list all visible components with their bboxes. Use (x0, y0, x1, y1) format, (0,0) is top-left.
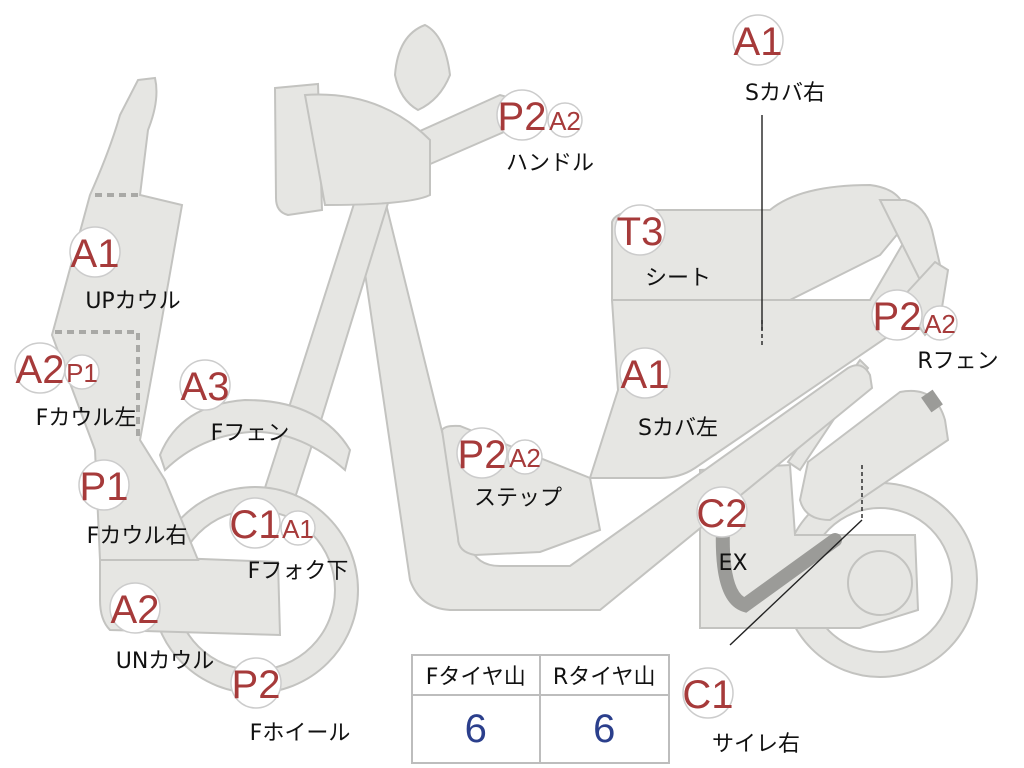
grade-primary: P2 (232, 663, 281, 707)
grade-primary: P2 (498, 95, 547, 139)
grade-primary: P2 (458, 433, 507, 477)
cowl-seam-2 (55, 330, 140, 440)
part-up-cowl: A1 UPカウル (69, 226, 181, 314)
grade-secondary: P1 (66, 358, 98, 388)
part-f-cowl-left: A2 P1 Fカウル左 (14, 342, 137, 431)
part-label: Rフェン (917, 349, 998, 374)
part-f-fork-lower: C1 A1 Fフォク下 (229, 497, 349, 584)
part-ex: C2 EX (696, 486, 748, 576)
grade-primary: A1 (71, 232, 120, 276)
grade-secondary: A2 (924, 309, 956, 339)
part-f-wheel: P2 Fホイール (230, 657, 351, 746)
grade-secondary: A1 (282, 514, 314, 544)
part-label: UPカウル (85, 289, 180, 314)
part-label: Fカウル左 (36, 406, 137, 431)
part-s-cover-right: A1 Sカバ右 (732, 14, 825, 106)
silencer-shape (798, 389, 950, 522)
rear-tire-header: Rタイヤ山 (540, 656, 668, 696)
headlight-cowl-shape (303, 93, 431, 207)
part-label: サイレ右 (712, 732, 800, 757)
grade-primary: C1 (682, 673, 733, 717)
grade-primary: C1 (229, 503, 280, 547)
rear-hub-shape (847, 550, 913, 616)
grade-primary: T3 (617, 210, 664, 254)
grade-secondary: A2 (549, 106, 581, 136)
part-f-cowl-right: P1 Fカウル右 (78, 459, 188, 549)
mirror-shape (393, 23, 452, 112)
part-label: ハンドル (506, 151, 594, 176)
leader-silencer-right (729, 519, 863, 646)
part-handle: P2 A2 ハンドル (496, 89, 594, 176)
part-step: P2 A2 ステップ (456, 427, 562, 511)
part-label: Fホイール (250, 721, 351, 746)
grade-primary: A2 (111, 588, 160, 632)
part-label: EX (719, 551, 748, 576)
grade-primary: A1 (734, 20, 783, 64)
part-label: UNカウル (116, 649, 215, 674)
part-seat: T3 シート (614, 204, 711, 291)
grade-primary: A3 (181, 365, 230, 409)
grade-primary: P1 (80, 465, 129, 509)
grade-primary: A2 (16, 348, 65, 392)
frame-shape (353, 198, 874, 611)
part-label: Sカバ右 (745, 81, 825, 106)
silencer-tip-shape (921, 389, 943, 413)
grade-primary: A1 (621, 353, 670, 397)
part-label: ステップ (474, 486, 562, 511)
grade-primary: C2 (696, 492, 747, 536)
front-cowl-shape (50, 76, 200, 561)
part-label: Fフェン (211, 421, 290, 446)
front-tire-value: 6 (413, 696, 541, 762)
part-f-fender: A3 Fフェン (179, 359, 290, 446)
rear-tire-value: 6 (593, 706, 616, 751)
part-r-fender: P2 A2 Rフェン (871, 289, 999, 374)
part-s-cover-left: A1 Sカバ左 (619, 347, 718, 441)
part-label: シート (645, 266, 711, 291)
front-tire-header: Fタイヤ山 (413, 656, 541, 696)
grade-primary: P2 (873, 295, 922, 339)
part-label: Fカウル右 (87, 524, 188, 549)
part-silencer-right: C1 サイレ右 (682, 667, 800, 757)
part-un-cowl: A2 UNカウル (109, 582, 215, 674)
tire-tread-table: Fタイヤ山 Rタイヤ山 6 6 (411, 654, 670, 764)
grade-secondary: A2 (509, 443, 541, 473)
part-label: Fフォク下 (248, 559, 349, 584)
part-label: Sカバ左 (638, 416, 718, 441)
